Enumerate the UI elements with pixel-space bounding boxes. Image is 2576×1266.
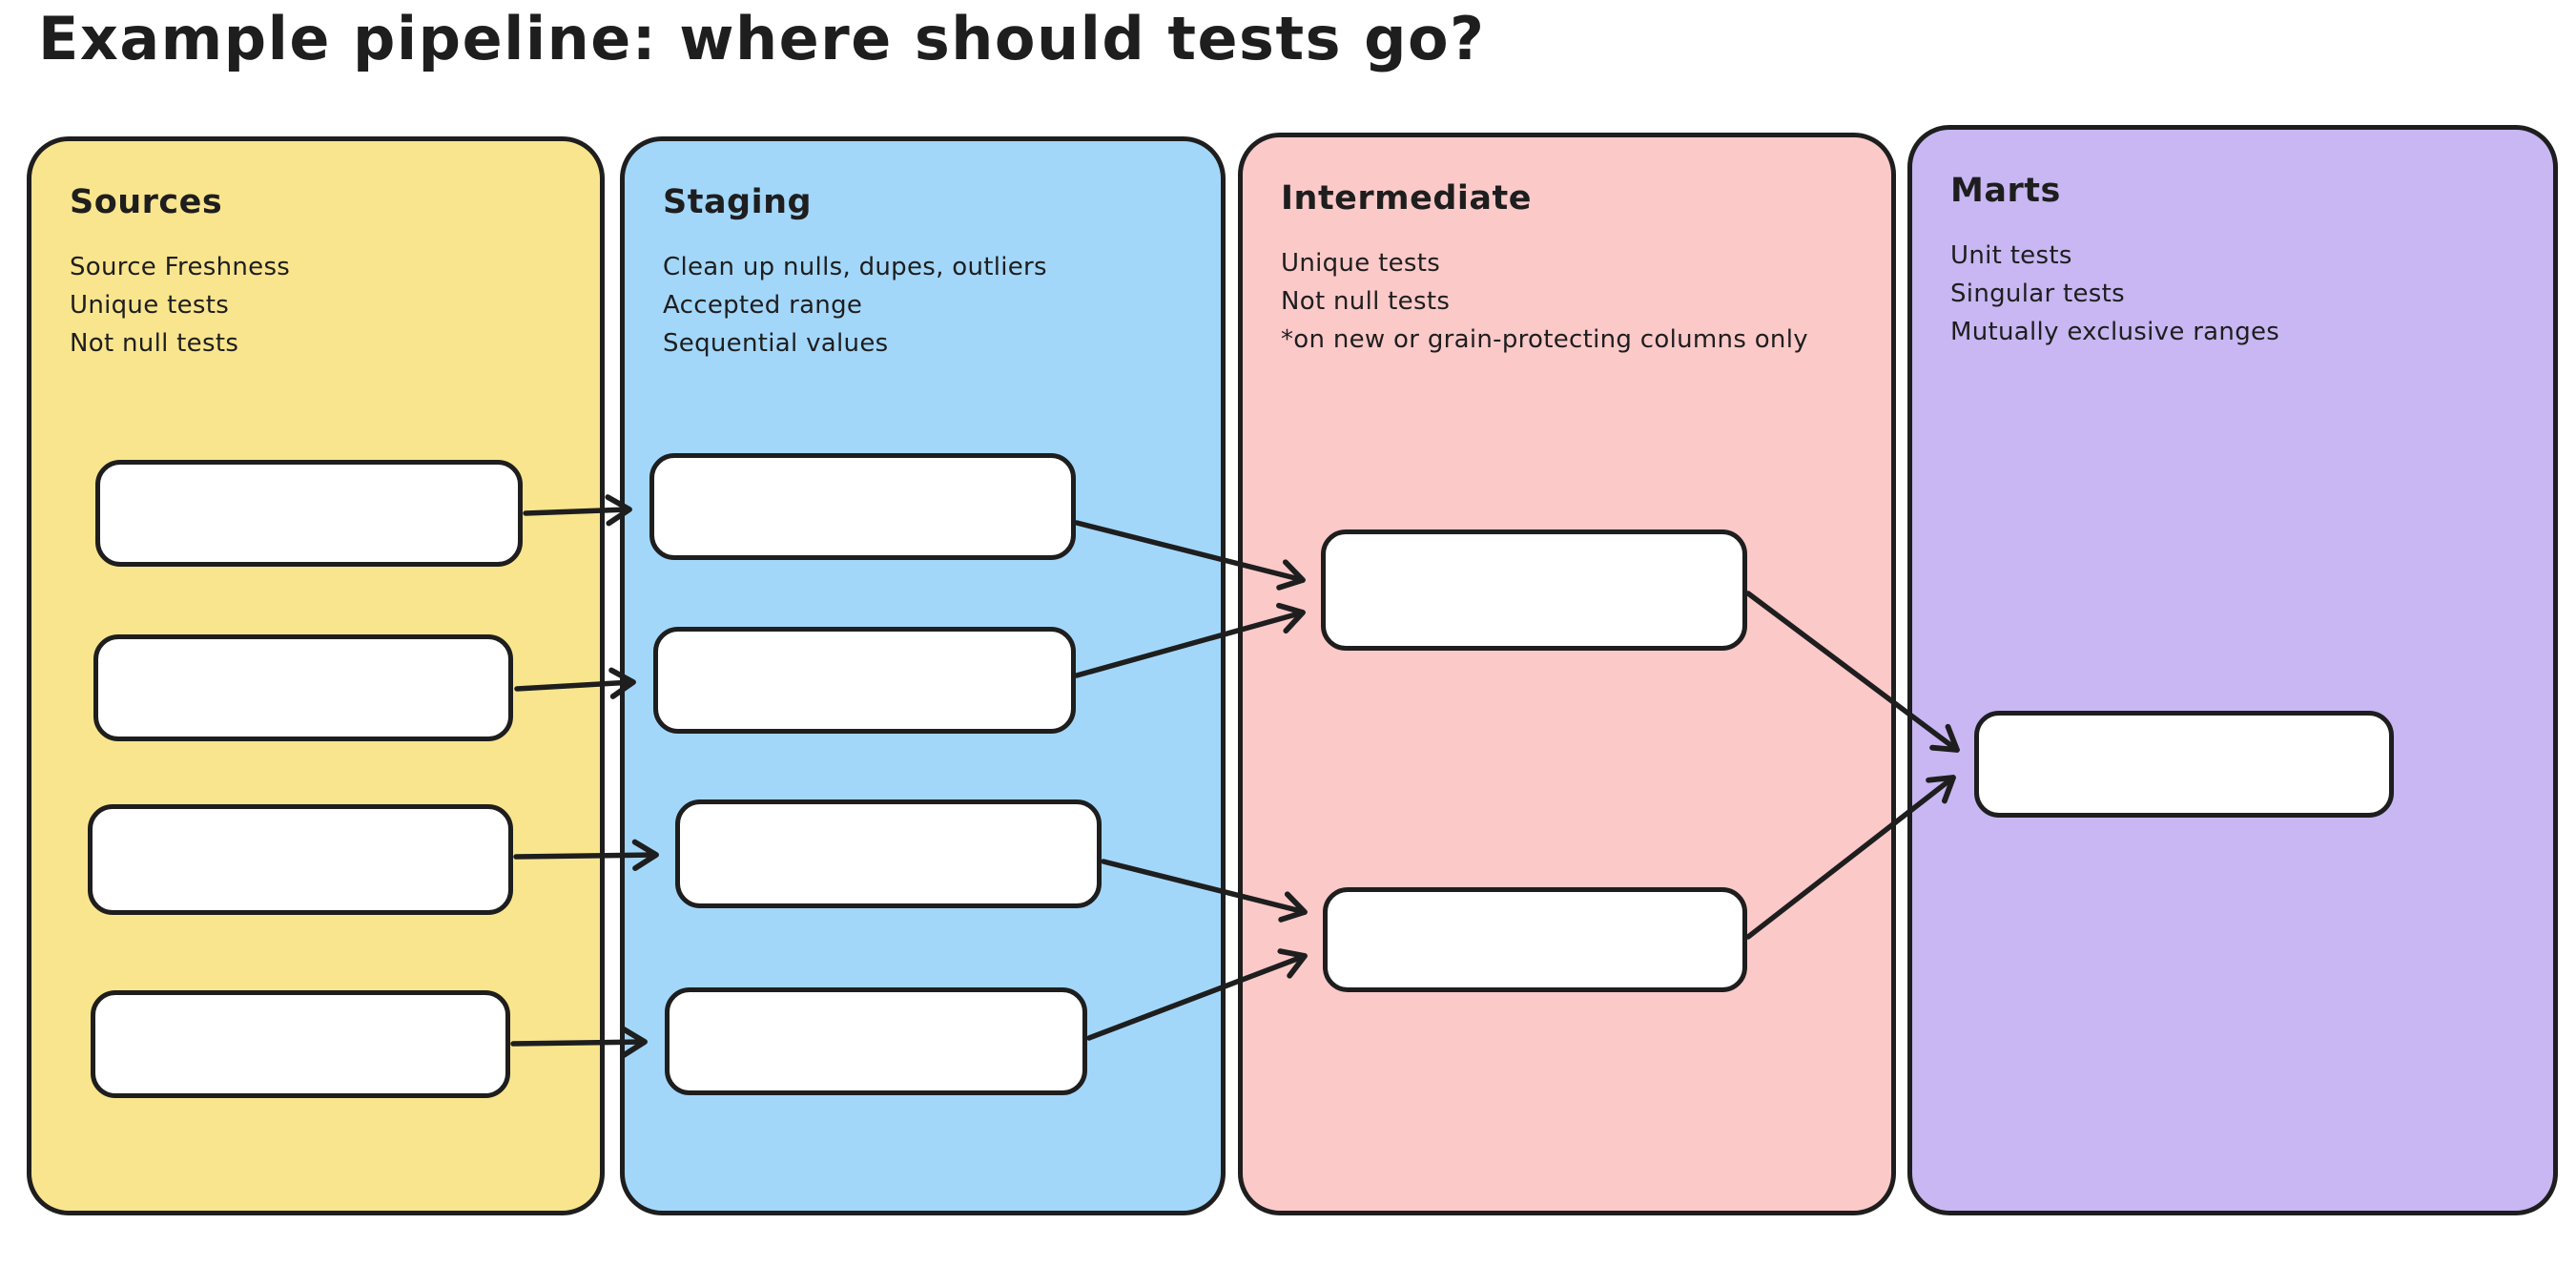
column-marts-header: Marts	[1950, 172, 2061, 210]
column-staging-header: Staging	[663, 183, 813, 221]
source-node-3	[88, 804, 513, 915]
note-line: Source Freshness	[70, 253, 291, 281]
staging-node-1	[649, 453, 1076, 560]
column-staging-notes: Clean up nulls, dupes, outliers Accepted…	[663, 248, 1198, 363]
source-node-1	[95, 460, 523, 567]
note-line: Accepted range	[663, 291, 863, 320]
note-line: Not null tests	[70, 329, 239, 358]
note-line: Unique tests	[1281, 249, 1441, 278]
note-line: *on new or grain-protecting columns only	[1281, 325, 1808, 354]
intermediate-node-2	[1323, 887, 1747, 992]
staging-node-2	[653, 627, 1076, 734]
column-intermediate-notes: Unique tests Not null tests *on new or g…	[1281, 244, 1868, 359]
source-node-2	[93, 634, 513, 741]
staging-node-3	[675, 799, 1102, 908]
note-line: Unique tests	[70, 291, 230, 320]
column-sources-notes: Source Freshness Unique tests Not null t…	[70, 248, 577, 363]
column-sources-header: Sources	[70, 183, 223, 221]
column-marts: Marts Unit tests Singular tests Mutually…	[1907, 125, 2558, 1215]
note-line: Clean up nulls, dupes, outliers	[663, 253, 1047, 281]
note-line: Sequential values	[663, 329, 889, 358]
column-intermediate-header: Intermediate	[1281, 179, 1533, 218]
column-intermediate: Intermediate Unique tests Not null tests…	[1238, 133, 1896, 1215]
diagram-title: Example pipeline: where should tests go?	[38, 4, 1486, 73]
note-line: Singular tests	[1950, 280, 2125, 308]
note-line: Not null tests	[1281, 287, 1451, 316]
staging-node-4	[665, 987, 1087, 1095]
note-line: Mutually exclusive ranges	[1950, 318, 2280, 346]
source-node-4	[91, 990, 510, 1098]
note-line: Unit tests	[1950, 241, 2072, 270]
column-marts-notes: Unit tests Singular tests Mutually exclu…	[1950, 237, 2530, 351]
intermediate-node-1	[1321, 529, 1747, 651]
marts-node-1	[1974, 711, 2394, 818]
